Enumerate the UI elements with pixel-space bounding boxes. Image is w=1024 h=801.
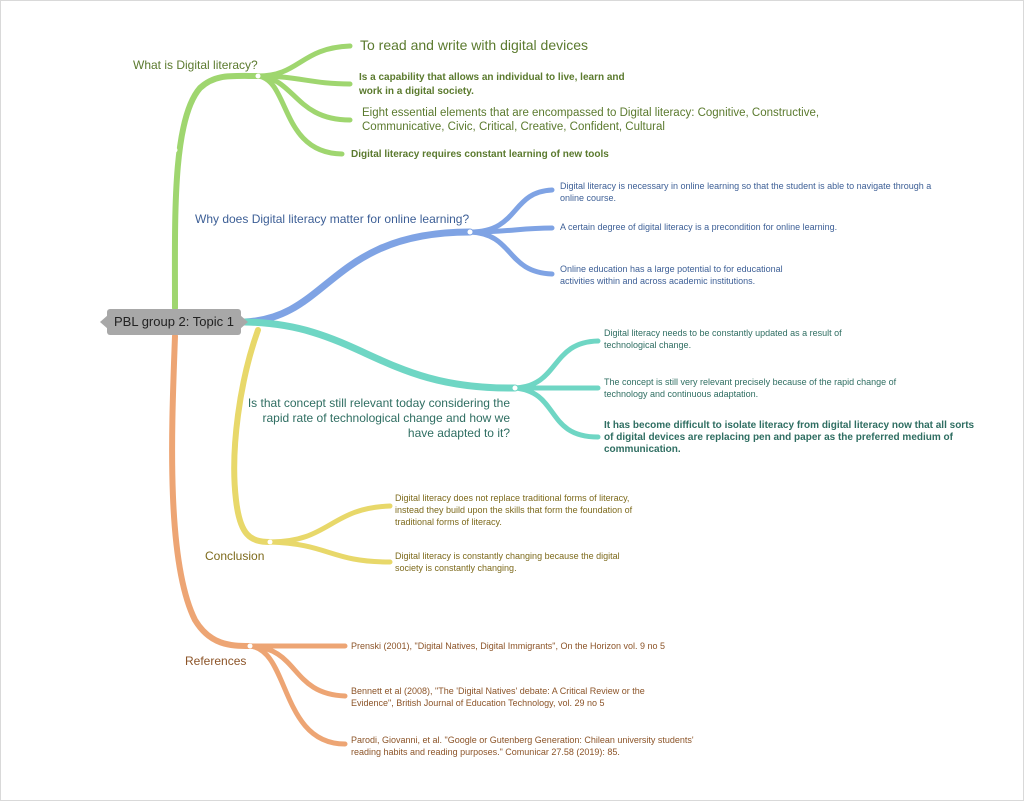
branch-blue-main[interactable] <box>241 228 474 326</box>
topic-conclusion[interactable]: Conclusion <box>205 549 265 563</box>
reference-parodi-line1[interactable]: Parodi, Giovanni, et al. "Google or Gute… <box>351 735 694 745</box>
branch-blue-3[interactable] <box>467 229 555 277</box>
branch-teal-1[interactable] <box>512 338 601 391</box>
subtopic-capability-line1[interactable]: Is a capability that allows an individua… <box>359 72 625 83</box>
branch-blue-1[interactable] <box>467 187 555 235</box>
branch-green-main[interactable] <box>171 72 261 311</box>
subtopic-capability-line2[interactable]: work in a digital society. <box>359 86 474 97</box>
branch-green-1[interactable] <box>255 43 353 79</box>
subtopic-necessary-line1[interactable]: Digital literacy is necessary in online … <box>560 181 932 191</box>
subtopic-still-relevant-line2[interactable]: technology and continuous adaptation. <box>604 389 759 399</box>
subtopic-constantly-changing-line2[interactable]: society is constantly changing. <box>395 563 517 573</box>
branch-yellow-main[interactable] <box>231 327 273 545</box>
subtopic-necessary-line2[interactable]: online course. <box>560 193 617 203</box>
reference-parodi-line2[interactable]: reading habits and reading purposes." Co… <box>351 747 620 757</box>
subtopic-updated-line1[interactable]: Digital literacy needs to be constantly … <box>604 328 842 338</box>
branch-orange-2[interactable] <box>247 643 348 699</box>
subtopic-eight-elements-line2[interactable]: Communicative, Civic, Critical, Creative… <box>362 121 665 133</box>
subtopic-updated-line2[interactable]: technological change. <box>604 340 692 350</box>
topic-relevance-line1[interactable]: Is that concept still relevant today con… <box>247 396 510 410</box>
subtopic-read-write[interactable]: To read and write with digital devices <box>360 37 589 53</box>
subtopic-isolate-line1[interactable]: It has become difficult to isolate liter… <box>604 420 975 431</box>
topic-relevance-line3[interactable]: have adapted to it? <box>407 426 510 440</box>
branch-yellow-1[interactable] <box>267 503 393 545</box>
subtopic-constantly-changing-line1[interactable]: Digital literacy is constantly changing … <box>395 551 620 561</box>
branch-teal-3[interactable] <box>512 385 601 440</box>
subtopic-eight-elements-line1[interactable]: Eight essential elements that are encomp… <box>362 107 820 119</box>
branch-orange-3[interactable] <box>247 643 348 747</box>
topic-references[interactable]: References <box>185 654 247 668</box>
topic-relevance-line2[interactable]: rapid rate of technological change and h… <box>262 411 511 425</box>
reference-bennett-line2[interactable]: Evidence", British Journal of Education … <box>351 698 605 708</box>
branch-orange-main[interactable] <box>169 333 253 649</box>
subtopic-isolate-line3[interactable]: communication. <box>604 444 681 455</box>
subtopic-constant-learning[interactable]: Digital literacy requires constant learn… <box>351 149 609 160</box>
subtopic-still-relevant-line1[interactable]: The concept is still very relevant preci… <box>604 377 897 387</box>
subtopic-isolate-line2[interactable]: of digital devices are replacing pen and… <box>604 432 953 443</box>
branch-teal-main[interactable] <box>241 318 519 392</box>
branch-green-4[interactable] <box>255 73 345 157</box>
subtopic-precondition[interactable]: A certain degree of digital literacy is … <box>560 222 838 232</box>
root-right-handle <box>240 315 248 329</box>
topic-what-is-digital-literacy[interactable]: What is Digital literacy? <box>133 58 258 72</box>
reference-prensky[interactable]: Prenski (2001), "Digital Natives, Digita… <box>351 641 666 651</box>
subtopic-not-replace-line1[interactable]: Digital literacy does not replace tradit… <box>395 493 630 503</box>
root-left-handle <box>100 315 108 329</box>
subtopic-not-replace-line3[interactable]: traditional forms of literacy. <box>395 517 502 527</box>
subtopic-potential-line2[interactable]: activities within and across academic in… <box>560 276 756 286</box>
branch-yellow-2[interactable] <box>267 539 393 565</box>
subtopic-potential-line1[interactable]: Online education has a large potential t… <box>560 264 783 274</box>
topic-why-digital-literacy-matters[interactable]: Why does Digital literacy matter for onl… <box>195 212 470 226</box>
subtopic-not-replace-line2[interactable]: instead they build upon the skills that … <box>395 505 633 515</box>
reference-bennett-line1[interactable]: Bennett et al (2008), "The 'Digital Nati… <box>351 686 645 696</box>
root-node[interactable]: PBL group 2: Topic 1 <box>107 309 241 335</box>
